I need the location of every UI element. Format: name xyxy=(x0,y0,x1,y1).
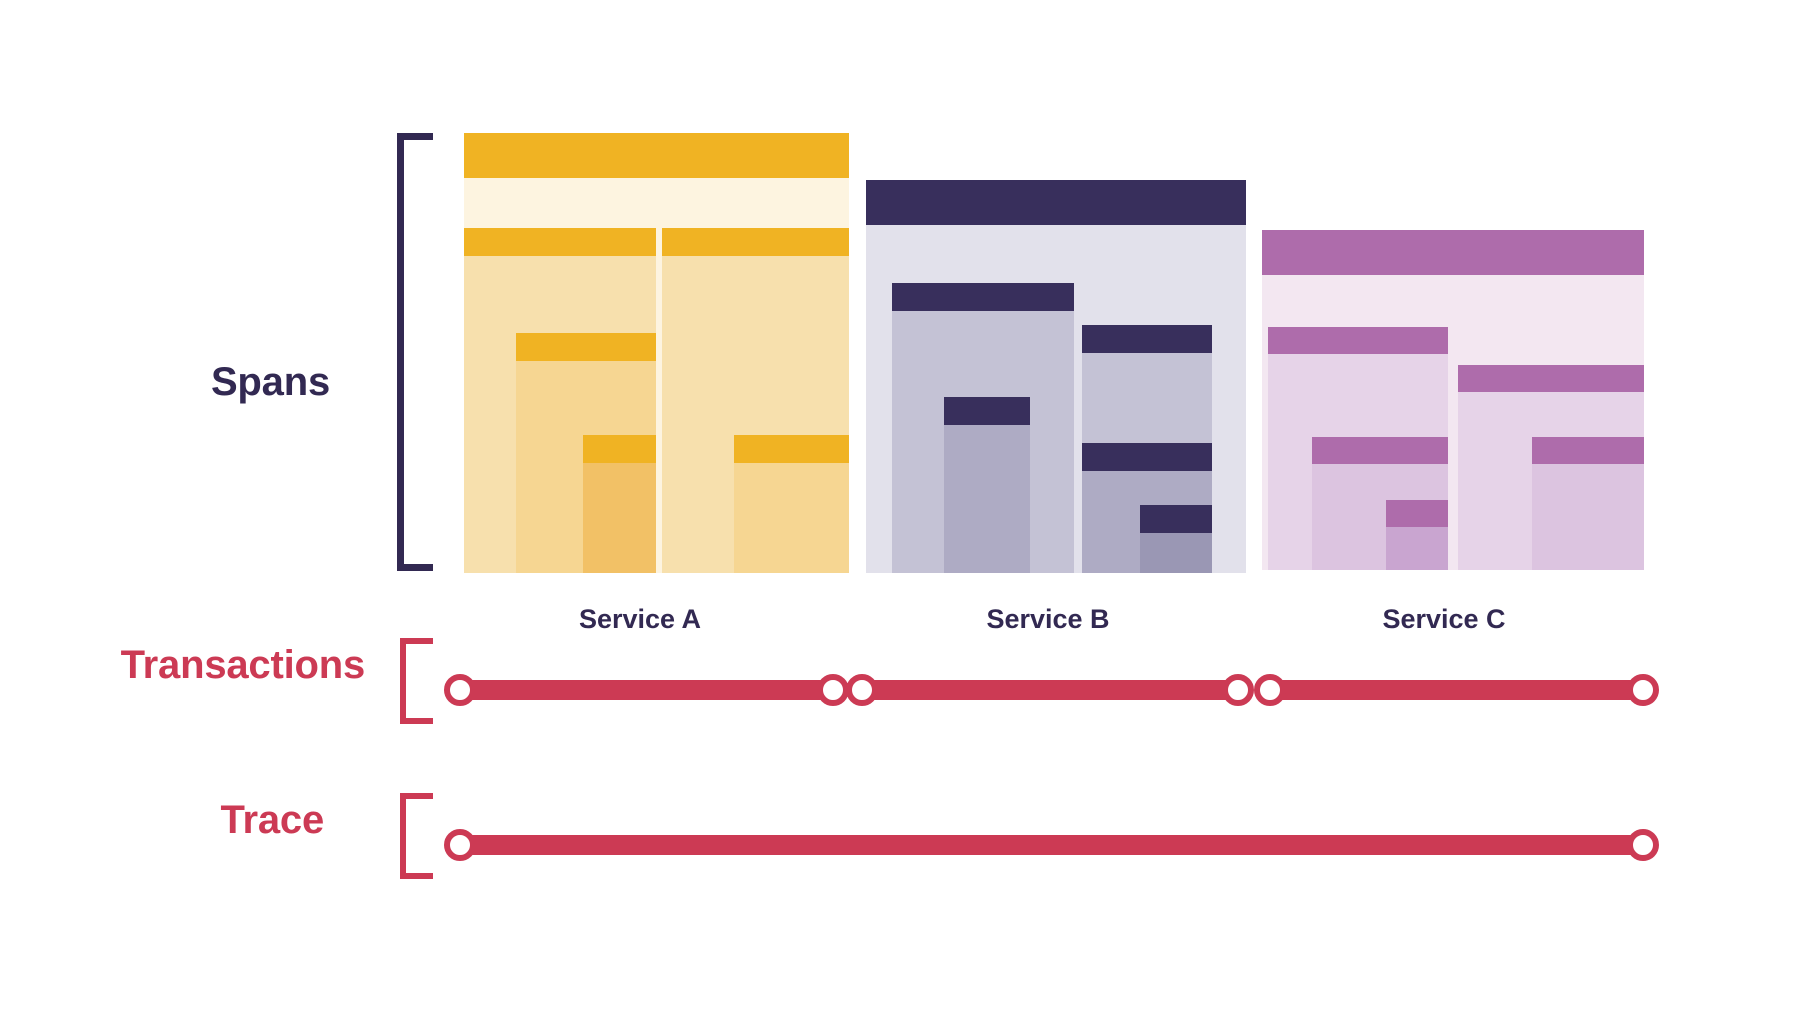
span-head xyxy=(866,180,1246,225)
service-a-caption: Service A xyxy=(578,604,702,634)
span-head xyxy=(1458,365,1644,392)
span-head xyxy=(1312,437,1448,464)
transactions-row-label: Transactions xyxy=(120,643,366,687)
service-a-child-span-3[interactable] xyxy=(583,435,656,573)
service-a-sibling-child[interactable] xyxy=(734,435,849,573)
transactions-timeline-endpoint-dot[interactable] xyxy=(1222,674,1254,706)
service-b-child-span-2[interactable] xyxy=(944,397,1030,573)
trace-timeline-endpoint-dot[interactable] xyxy=(1627,829,1659,861)
spans-row-label: Spans xyxy=(210,360,330,404)
span-head xyxy=(1386,500,1448,527)
transaction-b[interactable] xyxy=(860,680,1240,700)
span-body xyxy=(1386,527,1448,570)
service-c-caption: Service C xyxy=(1382,604,1506,634)
transactions-bracket xyxy=(400,638,433,724)
span-head xyxy=(662,228,849,256)
service-c-child-span-3[interactable] xyxy=(1386,500,1448,570)
service-b-caption: Service B xyxy=(986,604,1110,634)
transactions-timeline-endpoint-dot[interactable] xyxy=(1627,674,1659,706)
span-head xyxy=(1082,325,1212,353)
span-body xyxy=(734,463,849,573)
transactions-timeline-endpoint-dot[interactable] xyxy=(817,674,849,706)
trace-span[interactable] xyxy=(458,835,1645,855)
span-head xyxy=(1262,230,1644,275)
span-head xyxy=(1532,437,1644,464)
trace-timeline-endpoint-dot[interactable] xyxy=(444,829,476,861)
span-head xyxy=(516,333,656,361)
span-head xyxy=(734,435,849,463)
transaction-c[interactable] xyxy=(1268,680,1645,700)
transactions-timeline-endpoint-dot[interactable] xyxy=(846,674,878,706)
span-head xyxy=(464,133,849,178)
span-head xyxy=(944,397,1030,425)
span-head xyxy=(1268,327,1448,354)
service-c-sibling-child[interactable] xyxy=(1532,437,1644,570)
span-head xyxy=(583,435,656,463)
service-b-sibling-child-2[interactable] xyxy=(1140,505,1212,573)
spans-bracket xyxy=(397,133,433,571)
trace-row-label: Trace xyxy=(220,798,324,842)
transactions-timeline[interactable] xyxy=(0,655,1800,725)
trace-bracket xyxy=(400,793,433,879)
transactions-timeline-endpoint-dot[interactable] xyxy=(444,674,476,706)
trace-timeline[interactable] xyxy=(0,810,1800,880)
span-body xyxy=(944,425,1030,573)
span-body xyxy=(583,463,656,573)
span-head xyxy=(464,228,656,256)
span-body xyxy=(1532,464,1644,570)
transactions-timeline-endpoint-dot[interactable] xyxy=(1254,674,1286,706)
span-body xyxy=(1140,533,1212,573)
span-head xyxy=(1140,505,1212,533)
spans-area xyxy=(464,133,1644,573)
span-head xyxy=(892,283,1074,311)
span-head xyxy=(1082,443,1212,471)
transaction-a[interactable] xyxy=(458,680,835,700)
